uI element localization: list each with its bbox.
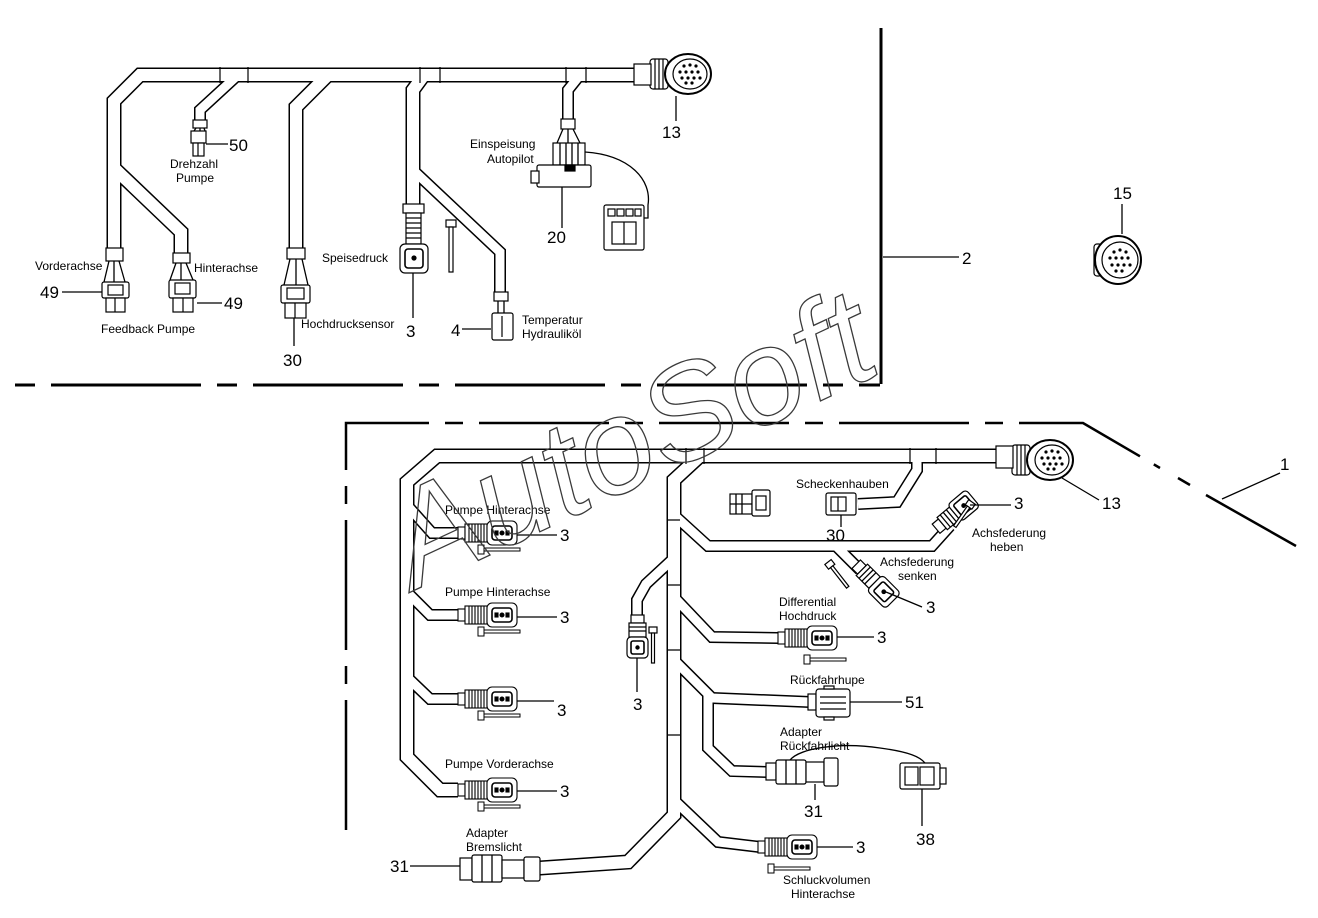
sealing-pin-pumpe-vorderachse xyxy=(477,801,521,812)
callout-3-pumpe-vorderachse: 3 xyxy=(560,782,569,801)
connector-achsfederung-senken xyxy=(851,559,900,608)
label-hydraulikoel: Hydrauliköl xyxy=(522,327,581,341)
connector-adapter-bremslicht xyxy=(459,854,541,883)
callout-1: 1 xyxy=(1280,455,1289,474)
round-connector-upper-13 xyxy=(649,53,712,95)
sealing-pin-differential xyxy=(803,654,847,665)
sealing-pin-achsfederung-heben xyxy=(952,498,977,529)
sealing-pin-center-sensor xyxy=(648,626,658,664)
label-pumpe-hinterachse-2: Pumpe Hinterachse xyxy=(445,585,551,599)
label-pumpe-vorderachse: Pumpe Vorderachse xyxy=(445,757,554,771)
loose-connector-pair xyxy=(729,489,771,517)
connector-hinterachse xyxy=(168,252,197,313)
callout-4: 4 xyxy=(451,321,460,340)
label-temperatur: Temperatur xyxy=(522,313,583,327)
callout-3-center-sensor: 3 xyxy=(633,695,642,714)
label-drehzahl: Drehzahl xyxy=(170,157,218,171)
connector-rueckfahrhupe xyxy=(807,685,851,721)
label-speisedruck: Speisedruck xyxy=(322,251,389,265)
label-hochdrucksensor: Hochdrucksensor xyxy=(301,317,394,331)
callout-20: 20 xyxy=(547,228,566,247)
connector-speisedruck xyxy=(399,203,429,274)
callout-3-pumpe-unlabeled: 3 xyxy=(557,701,566,720)
connector-vorderachse xyxy=(101,247,130,313)
sleeve-upper-13 xyxy=(633,63,652,86)
callout-3-pumpe-hinterachse-2: 3 xyxy=(560,608,569,627)
label-hochdruck: Hochdruck xyxy=(779,609,837,623)
callout-13-lower: 13 xyxy=(1102,494,1121,513)
callout-30-upper: 30 xyxy=(283,351,302,370)
harness-tape-marks xyxy=(219,67,937,736)
round-connector-lower-13 xyxy=(1011,439,1074,481)
lower-assembly-frame xyxy=(344,421,1161,830)
round-connector-15 xyxy=(1093,235,1142,285)
connector-pumpe-unlabeled xyxy=(457,686,518,712)
connector-pumpe-vorderachse xyxy=(457,777,518,803)
label-differential: Differential xyxy=(779,595,836,609)
label-autopilot: Autopilot xyxy=(487,152,534,166)
label-hinterachse: Hinterachse xyxy=(194,261,258,275)
label-achsfederung-senken-2: senken xyxy=(898,569,937,583)
label-schluckvolumen-hinterachse: Hinterachse xyxy=(791,887,855,901)
connector-pumpe-hinterachse-2 xyxy=(457,602,518,628)
watermark: AutoSoft xyxy=(357,258,901,619)
connector-scheckenhauben xyxy=(825,492,857,516)
label-pumpe: Pumpe xyxy=(176,171,214,185)
callout-3-schluckvolumen: 3 xyxy=(856,838,865,857)
callout-30-lower: 30 xyxy=(826,526,845,545)
sealing-pin-pumpe-unlabeled xyxy=(477,710,521,721)
sleeve-lower-13 xyxy=(995,445,1014,469)
label-adapter-bremslicht-2: Bremslicht xyxy=(466,840,523,854)
callout-3-pumpe-hinterachse-1: 3 xyxy=(560,526,569,545)
callout-15: 15 xyxy=(1113,184,1132,203)
label-achsfederung-heben-2: heben xyxy=(990,540,1023,554)
callout-50: 50 xyxy=(229,136,248,155)
label-einspeisung: Einspeisung xyxy=(470,137,535,151)
label-achsfederung-senken-1: Achsfederung xyxy=(880,555,954,569)
callout-3-heben: 3 xyxy=(1014,494,1023,513)
label-adapter-rueckfahrlicht-1: Adapter xyxy=(780,725,822,739)
lower-assembly-frame-dash xyxy=(1177,476,1191,487)
label-pumpe-hinterachse-1: Pumpe Hinterachse xyxy=(445,503,551,517)
connector-center-sensor xyxy=(626,614,649,659)
label-vorderachse: Vorderachse xyxy=(35,259,103,273)
upper-leader-lines xyxy=(62,96,1123,346)
label-achsfederung-heben-1: Achsfederung xyxy=(972,526,1046,540)
connector-temperatur xyxy=(491,291,514,341)
callout-49-right: 49 xyxy=(224,294,243,313)
sealing-pin-speisedruck xyxy=(445,219,457,273)
callout-3-senken: 3 xyxy=(926,598,935,617)
lower-assembly-frame-end xyxy=(1205,493,1297,548)
sealing-pin-achsfederung-senken xyxy=(824,558,850,589)
callout-13-upper: 13 xyxy=(662,123,681,142)
label-feedback-pumpe: Feedback Pumpe xyxy=(101,322,195,336)
connector-hochdrucksensor xyxy=(280,247,311,319)
lower-leader-lines xyxy=(410,472,1281,867)
label-adapter-rueckfahrlicht-2: Rückfahrlicht xyxy=(780,739,850,753)
callout-2: 2 xyxy=(962,249,971,268)
label-adapter-bremslicht-1: Adapter xyxy=(466,826,508,840)
connector-schluckvolumen xyxy=(757,834,818,860)
connector-einspeisung-autopilot xyxy=(530,118,650,251)
label-rueckfahrhupe: Rückfahrhupe xyxy=(790,673,865,687)
connector-differential-hochdruck xyxy=(777,625,838,651)
callout-51: 51 xyxy=(905,693,924,712)
callout-49-left: 49 xyxy=(40,283,59,302)
connector-rueckfahrlicht xyxy=(899,762,947,790)
callout-3-differential: 3 xyxy=(877,628,886,647)
label-schluckvolumen: Schluckvolumen xyxy=(783,873,870,887)
callout-31-bremslicht: 31 xyxy=(390,857,409,876)
connector-achsfederung-heben xyxy=(931,490,979,535)
callout-38: 38 xyxy=(916,830,935,849)
sealing-pin-pumpe-hinterachse-2 xyxy=(477,626,521,637)
label-scheckenhauben: Scheckenhauben xyxy=(796,477,889,491)
connector-drehzahl-pumpe xyxy=(190,119,208,157)
connector-adapter-rueckfahrlicht xyxy=(765,745,926,787)
callout-3-speisedruck: 3 xyxy=(406,322,415,341)
sealing-pin-schluckvolumen xyxy=(767,863,811,874)
callout-31-rueckfahrlicht: 31 xyxy=(804,802,823,821)
